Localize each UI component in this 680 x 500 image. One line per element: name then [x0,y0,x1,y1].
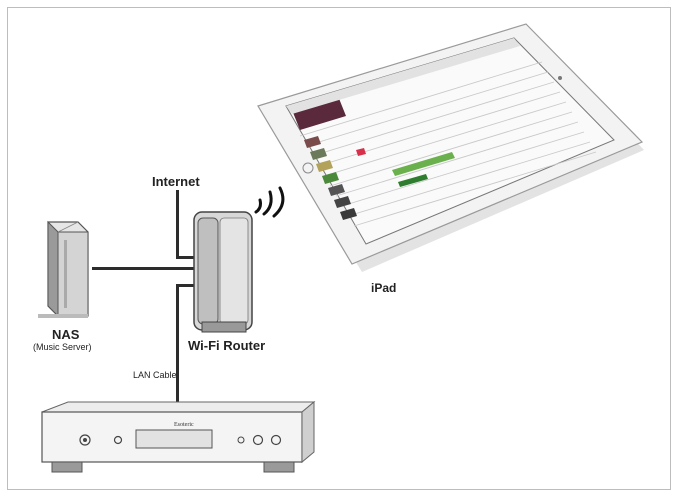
router-label: Wi-Fi Router [188,338,266,353]
lan-wire-horizontal [176,284,196,287]
nas-label: NAS [52,327,80,342]
internet-wire [176,190,179,258]
router-device [193,211,253,333]
wifi-signal-icon [254,186,285,218]
nas-sublabel: (Music Server) [33,342,92,352]
nas-router-wire [92,267,196,270]
nas-device [38,220,89,318]
network-player-device [41,400,316,473]
lan-cable-label: LAN Cable [133,370,177,380]
internet-label: Internet [152,174,200,189]
lan-wire [176,284,179,408]
ipad-device [257,23,644,272]
player-brand-logo: Esoteric [174,422,194,428]
internet-wire-bend [176,256,196,259]
ipad-label: iPad [371,281,397,295]
